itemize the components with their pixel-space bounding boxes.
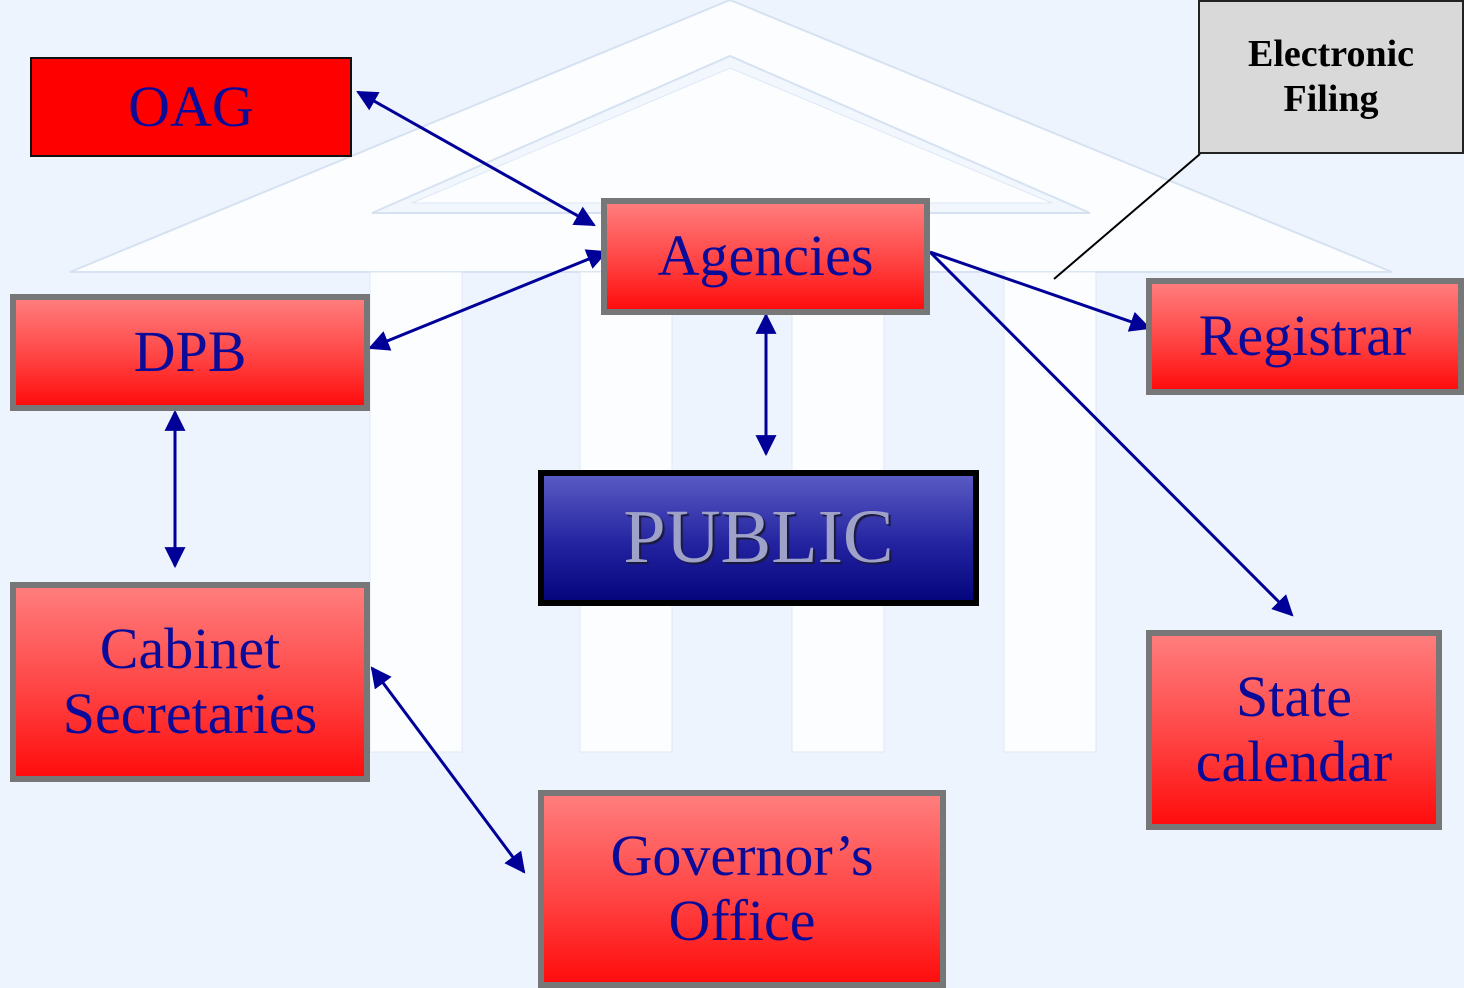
- state-calendar-line-2: calendar: [1195, 729, 1393, 794]
- agencies-box: Agencies: [601, 198, 930, 315]
- callout-pointer-line: [1053, 153, 1201, 280]
- public-label: PUBLIC: [623, 495, 894, 580]
- governors-office-line-1: Governor’s: [610, 823, 874, 889]
- cabinet-line-2: Secretaries: [62, 681, 318, 746]
- agencies-label: Agencies: [657, 223, 874, 289]
- edge-dpb-agencies: [368, 249, 608, 351]
- edge-cabinet-governor: [370, 666, 526, 874]
- public-box: PUBLIC: [538, 470, 979, 606]
- cabinet-secretaries-box: Cabinet Secretaries: [10, 582, 370, 782]
- edge-oag-agencies: [356, 90, 596, 227]
- governors-office-box: Governor’s Office: [538, 790, 946, 988]
- electronic-filing-line-1: Electronic: [1247, 33, 1415, 76]
- oag-box: OAG: [30, 57, 352, 157]
- registrar-label: Registrar: [1198, 303, 1412, 369]
- electronic-filing-callout: Electronic Filing: [1198, 0, 1464, 154]
- registrar-box: Registrar: [1146, 278, 1464, 395]
- state-calendar-box: State calendar: [1146, 630, 1442, 830]
- cabinet-line-1: Cabinet: [99, 616, 281, 682]
- oag-label: OAG: [128, 73, 254, 139]
- state-calendar-line-1: State: [1236, 664, 1352, 730]
- edge-agencies-state-calendar: [928, 250, 1294, 617]
- electronic-filing-line-2: Filing: [1283, 78, 1379, 120]
- dpb-label: DPB: [133, 319, 247, 385]
- edge-agencies-registrar: [929, 250, 1151, 332]
- governors-office-line-2: Office: [668, 888, 816, 953]
- dpb-box: DPB: [10, 294, 370, 411]
